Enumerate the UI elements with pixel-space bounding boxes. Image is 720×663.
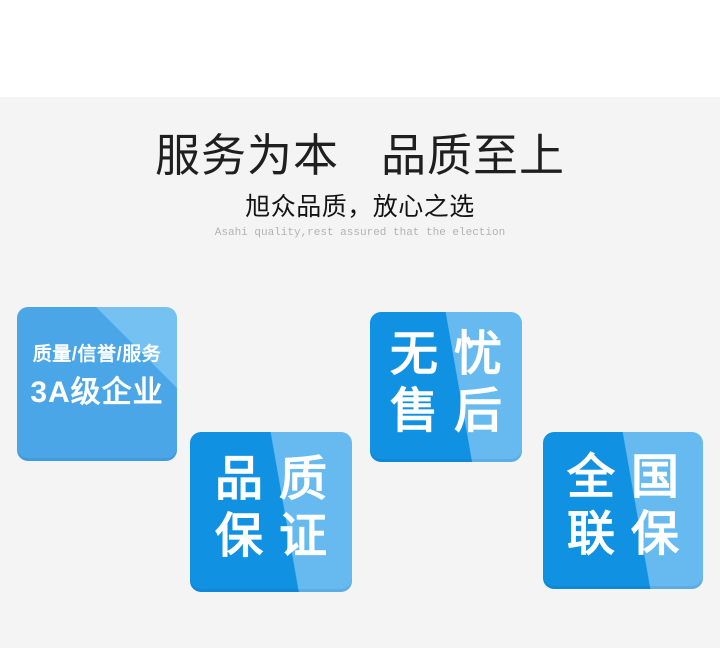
badge-aftersales-line1: 无忧 bbox=[389, 328, 518, 381]
badge-quality-line2: 保证 bbox=[214, 510, 343, 563]
badge-3a-line1: 质量/信誉/服务 bbox=[32, 344, 162, 365]
badge-3a-enterprise: 质量/信誉/服务 3A级企业 bbox=[17, 307, 177, 461]
badge-warranty-line1: 全国 bbox=[566, 451, 695, 504]
badge-3a-line2: 3A级企业 bbox=[30, 376, 164, 409]
title-part-2: 品质至上 bbox=[381, 130, 566, 181]
subtitle-english: Asahi quality,rest assured that the elec… bbox=[214, 227, 506, 239]
badge-aftersales-line2: 售后 bbox=[389, 385, 518, 438]
badge-worry-free-aftersales: 无忧 售后 bbox=[370, 312, 522, 462]
page-title: 服务为本品质至上 bbox=[0, 130, 720, 182]
badge-warranty-line2: 联保 bbox=[566, 508, 695, 561]
badge-quality-guarantee: 品质 保证 bbox=[190, 432, 352, 592]
badge-nationwide-warranty: 全国 联保 bbox=[543, 432, 703, 589]
subtitle: 旭众品质，放心之选 bbox=[245, 194, 475, 221]
badge-quality-line1: 品质 bbox=[214, 453, 343, 506]
title-part-1: 服务为本 bbox=[154, 130, 339, 181]
